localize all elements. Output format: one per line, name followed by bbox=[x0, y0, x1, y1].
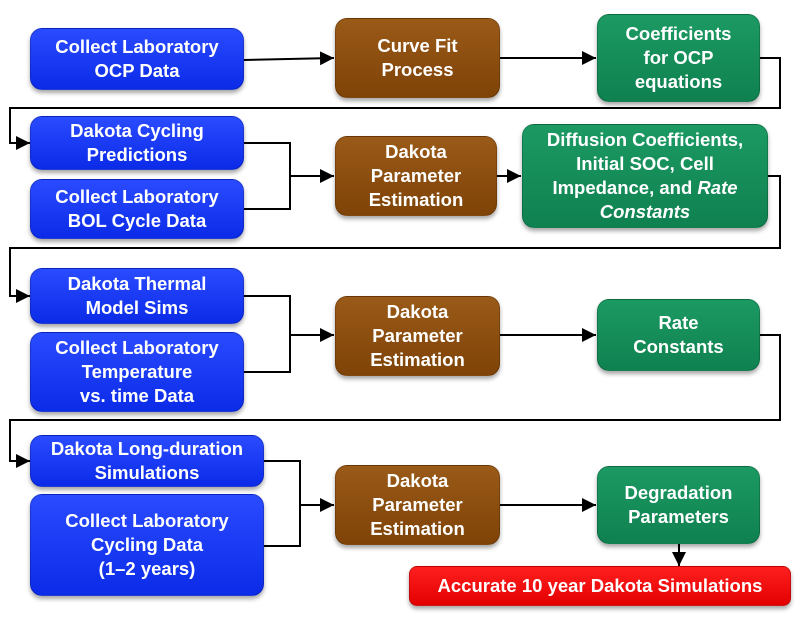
box-line: Predictions bbox=[86, 144, 188, 165]
box-line: Process bbox=[381, 59, 454, 80]
curve-fit-process-box: Curve Fit Process bbox=[335, 18, 500, 98]
box-line: Dakota Thermal bbox=[67, 273, 207, 294]
coefficients-ocp-box: Coefficients for OCP equations bbox=[597, 14, 760, 102]
box-line: Parameter bbox=[372, 494, 463, 515]
merge-bracket-row3 bbox=[244, 295, 291, 373]
box-line: Initial SOC, Cell bbox=[576, 153, 714, 174]
box-line: Cycling Data bbox=[90, 534, 204, 555]
box-line: Accurate 10 year Dakota Simulations bbox=[437, 575, 763, 596]
degradation-parameters-box: Degradation Parameters bbox=[597, 466, 760, 544]
box-line: Degradation bbox=[624, 482, 733, 503]
box-line-text: Impedance, and bbox=[552, 177, 698, 198]
collect-temperature-data-box: Collect Laboratory Temperature vs. time … bbox=[30, 332, 244, 412]
box-line: Estimation bbox=[370, 349, 465, 370]
box-line: Temperature bbox=[81, 361, 193, 382]
box-line: Model Sims bbox=[85, 297, 189, 318]
box-line: Parameters bbox=[628, 506, 729, 527]
box-line: for OCP bbox=[643, 47, 714, 68]
box-line: Coefficients bbox=[625, 23, 732, 44]
box-line: vs. time Data bbox=[79, 385, 195, 406]
box-line: Dakota Long-duration bbox=[50, 438, 244, 459]
box-line: Dakota bbox=[386, 301, 449, 322]
connector-row3-to-row4 bbox=[9, 334, 781, 468]
box-line: Curve Fit bbox=[377, 35, 458, 56]
diffusion-coefficients-box: Diffusion Coefficients, Initial SOC, Cel… bbox=[522, 124, 768, 228]
box-line: (1–2 years) bbox=[98, 558, 196, 579]
parameter-estimation-box-1: Dakota Parameter Estimation bbox=[335, 136, 497, 216]
parameter-estimation-box-3: Dakota Parameter Estimation bbox=[335, 465, 500, 545]
dakota-long-duration-box: Dakota Long-duration Simulations bbox=[30, 435, 264, 487]
dakota-cycling-predictions-box: Dakota Cycling Predictions bbox=[30, 116, 244, 170]
box-line: Dakota bbox=[385, 141, 447, 162]
collect-cycling-data-box: Collect Laboratory Cycling Data (1–2 yea… bbox=[30, 494, 264, 596]
box-line: Estimation bbox=[370, 518, 465, 539]
arrow-ocp-to-curvefit bbox=[243, 51, 335, 66]
box-line: Parameter bbox=[370, 165, 462, 186]
box-line-italic: Rate bbox=[697, 177, 738, 198]
box-line: Parameter bbox=[372, 325, 463, 346]
box-line: Impedance, and Rate bbox=[552, 176, 737, 200]
collect-bol-cycle-data-box: Collect Laboratory BOL Cycle Data bbox=[30, 179, 244, 239]
box-line: Collect Laboratory bbox=[55, 36, 219, 57]
box-line: Dakota Cycling bbox=[70, 120, 204, 141]
box-line: Constants bbox=[633, 336, 724, 357]
merge-bracket-row2 bbox=[244, 142, 291, 210]
box-line: Collect Laboratory bbox=[65, 510, 229, 531]
box-line: Collect Laboratory bbox=[55, 337, 219, 358]
box-line: Rate bbox=[658, 312, 699, 333]
accurate-simulations-box: Accurate 10 year Dakota Simulations bbox=[409, 566, 791, 606]
box-line: equations bbox=[634, 71, 723, 92]
rate-constants-box: Rate Constants bbox=[597, 299, 760, 371]
box-line: OCP Data bbox=[94, 60, 180, 81]
box-line: Dakota bbox=[386, 470, 449, 491]
box-line: BOL Cycle Data bbox=[67, 210, 207, 231]
box-line: Diffusion Coefficients, bbox=[546, 129, 744, 150]
connector-row2-to-row3 bbox=[9, 175, 781, 303]
box-line: Constants bbox=[599, 201, 691, 222]
parameter-estimation-box-2: Dakota Parameter Estimation bbox=[335, 296, 500, 376]
box-line: Simulations bbox=[94, 462, 200, 483]
collect-ocp-data-box: Collect Laboratory OCP Data bbox=[30, 28, 244, 90]
dakota-thermal-model-box: Dakota Thermal Model Sims bbox=[30, 268, 244, 324]
merge-bracket-row4 bbox=[264, 460, 301, 547]
box-line: Estimation bbox=[368, 189, 464, 210]
connector-row1-to-row2 bbox=[9, 57, 781, 150]
box-line: Collect Laboratory bbox=[55, 186, 219, 207]
